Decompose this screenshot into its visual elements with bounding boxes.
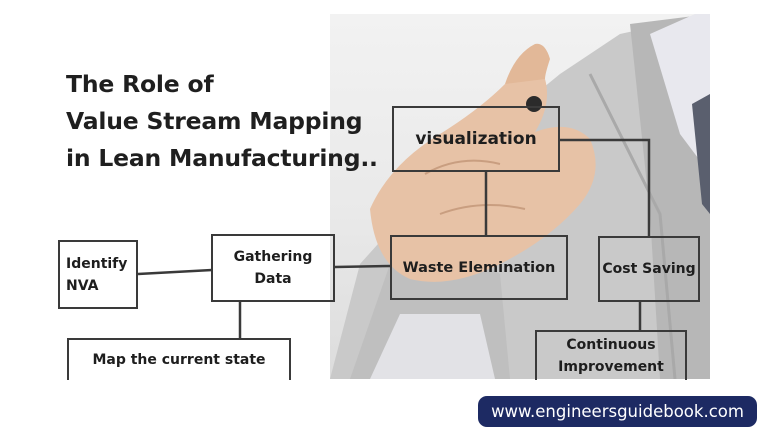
hand-drawing-photo	[330, 14, 710, 379]
website-url[interactable]: www.engineersguidebook.com	[491, 402, 744, 421]
node-gathering-data: Gathering Data	[211, 234, 335, 302]
person-illustration	[330, 14, 710, 379]
node-continuous-improvement: Continuous Improvement	[535, 330, 687, 380]
page-title: The Role of Value Stream Mapping in Lean…	[66, 66, 378, 177]
title-line-3: in Lean Manufacturing..	[66, 144, 378, 172]
title-line-1: The Role of	[66, 70, 214, 98]
node-cost-saving-label: Cost Saving	[602, 261, 696, 277]
connector-visualization-cost	[559, 138, 651, 236]
node-identify-nva: Identify NVA	[58, 240, 138, 309]
node-continuous-improvement-label: Continuous Improvement	[558, 337, 664, 375]
connector-nva-gathering	[137, 268, 213, 276]
node-waste-elimination: Waste Elemination	[390, 235, 568, 300]
node-map-current-state-label: Map the current state	[92, 352, 266, 368]
node-visualization: visualization	[392, 106, 560, 172]
node-cost-saving: Cost Saving	[598, 236, 700, 302]
node-map-current-state: Map the current state	[67, 338, 291, 380]
connector-gathering-waste	[334, 264, 392, 269]
node-gathering-data-label: Gathering Data	[233, 249, 313, 287]
node-identify-nva-label: Identify NVA	[66, 255, 128, 294]
website-badge[interactable]: www.engineersguidebook.com	[478, 396, 757, 427]
title-line-2: Value Stream Mapping	[66, 107, 363, 135]
node-waste-elimination-label: Waste Elemination	[402, 259, 556, 276]
node-visualization-label: visualization	[415, 129, 537, 149]
